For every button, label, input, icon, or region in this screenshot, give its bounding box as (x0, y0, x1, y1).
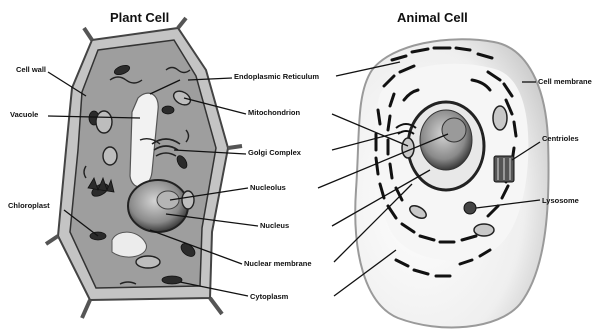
plant-cell-title: Plant Cell (110, 10, 169, 25)
centrioles (494, 156, 514, 182)
label-chloroplast: Chloroplast (8, 201, 50, 210)
label-vacuole: Vacuole (10, 110, 38, 119)
lysosome (464, 202, 476, 214)
label-cell-wall: Cell wall (16, 65, 46, 74)
label-nuclear-membrane: Nuclear membrane (244, 259, 312, 268)
label-centrioles: Centrioles (542, 134, 579, 143)
label-golgi-complex: Golgi Complex (248, 148, 302, 157)
label-nucleolus: Nucleolus (250, 183, 286, 192)
label-lysosome: Lysosome (542, 196, 579, 205)
label-cell-membrane: Cell membrane (538, 77, 592, 86)
animal-cell (355, 39, 548, 327)
plant-nucleus (128, 180, 188, 232)
plant-cell (46, 18, 242, 318)
animal-cell-title: Animal Cell (397, 10, 468, 25)
label-cytoplasm: Cytoplasm (250, 292, 289, 301)
label-nucleus: Nucleus (260, 221, 289, 230)
label-endoplasmic-reticulum: Endoplasmic Reticulum (234, 72, 319, 81)
label-mitochondrion: Mitochondrion (248, 108, 300, 117)
animal-nucleolus (442, 118, 466, 142)
